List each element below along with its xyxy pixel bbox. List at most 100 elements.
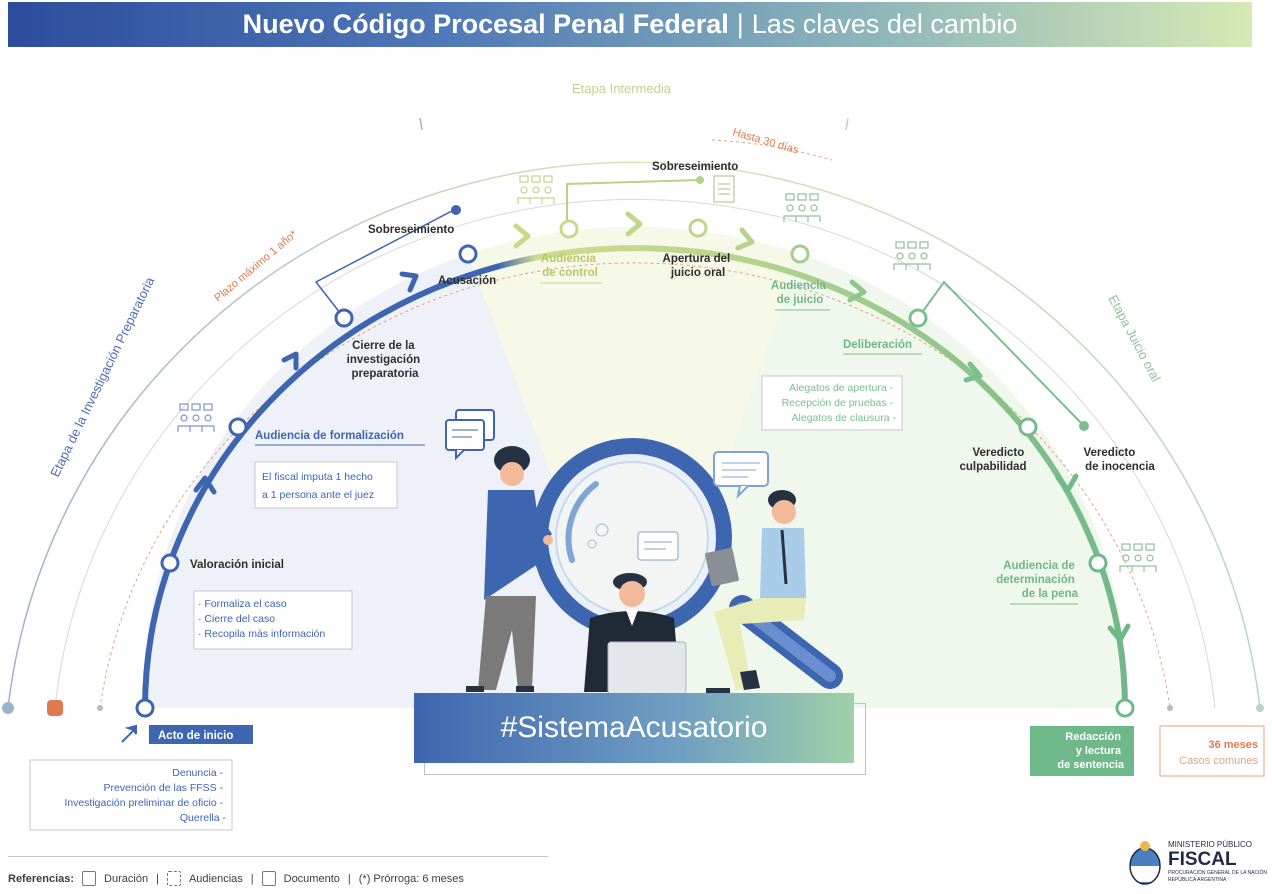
svg-text:Audiencia de juicio: Audiencia de juicio — [771, 280, 829, 306]
arrow-2 — [281, 351, 299, 371]
svg-text:Audiencia de control: Audiencia de control — [541, 253, 599, 279]
valoracion-item-2: · Cierre del caso — [198, 613, 275, 625]
document-legend-icon — [261, 871, 276, 886]
svg-text:Cierre de la investigaci: Cierre de la investigación preparatoria — [347, 340, 424, 380]
valoracion-item-3: · Recopila más información — [198, 628, 325, 640]
node-acto-inicio[interactable] — [135, 698, 155, 718]
valoracion-item-1: · Formaliza el caso — [198, 598, 287, 610]
title-separator: | — [736, 9, 744, 39]
label-inoc-2: de inocencia — [1085, 461, 1155, 473]
title-main: Nuevo Código Procesal Penal Federal — [242, 9, 729, 39]
label-culp-2: culpabilidad — [959, 461, 1026, 473]
label-casos: Casos comunes — [1179, 755, 1258, 767]
footer-divider — [8, 856, 548, 857]
legend-footer: Referencias: Duración | Audiencias | Doc… — [8, 871, 464, 886]
audience-icon-2 — [517, 175, 555, 204]
formalizacion-item-2: a 1 persona ante el juez — [262, 489, 374, 501]
node-audiencia-control[interactable] — [559, 219, 579, 239]
logo-line1: MINISTERIO PÚBLICO — [1168, 840, 1253, 849]
duration-hasta30: Hasta 30 días — [731, 126, 800, 156]
duration-arc — [54, 198, 1216, 709]
label-valoracion: Valoración inicial — [190, 559, 284, 571]
legend-duracion: Duración — [104, 872, 149, 885]
legend-sep-3: | — [347, 872, 351, 885]
label-control-1: Audiencia — [541, 253, 597, 265]
person-standing — [466, 446, 553, 692]
arrow-6 — [735, 227, 755, 251]
svg-text:Redacción y lectura de: Redacción y lectura de sentencia — [1057, 731, 1125, 771]
node-veredicto-culp[interactable] — [1018, 417, 1038, 437]
branch-inocencia — [917, 280, 1085, 427]
node-cierre[interactable] — [334, 308, 354, 328]
node-valoracion[interactable] — [160, 553, 180, 573]
person-sitting-tablet — [705, 490, 806, 694]
audience-icon-5 — [1119, 543, 1157, 572]
label-formalizacion: Audiencia de formalización — [255, 430, 404, 442]
node-audiencia-juicio[interactable] — [790, 244, 810, 264]
audience-icon-3 — [783, 193, 821, 222]
label-juicio-2: de juicio — [777, 294, 824, 306]
label-sobreseimiento-2: Sobreseimiento — [652, 161, 738, 173]
arrow-1 — [193, 475, 217, 495]
logo-line2: FISCAL — [1168, 849, 1237, 870]
svg-text:Denuncia - Prevención de: Denuncia - Prevención de las FFSS - Inve… — [64, 767, 226, 824]
label-apertura-2: juicio oral — [670, 267, 725, 279]
legend-documento: Documento — [283, 872, 340, 885]
label-determinacion-1: Audiencia de — [1003, 560, 1075, 572]
node-redaccion[interactable] — [1115, 698, 1135, 718]
node-acusacion[interactable] — [458, 244, 478, 264]
arrow-8 — [963, 361, 983, 383]
audiences-icon — [166, 871, 181, 886]
title-bar: Nuevo Código Procesal Penal Federal | La… — [8, 2, 1252, 47]
stage-preparatoria: Etapa de la Investigación Preparatoria — [47, 274, 157, 479]
hashtag-box: #SistemaAcusatorio — [414, 693, 854, 763]
arrow-10 — [1107, 623, 1131, 643]
stage-juicio: Etapa Juicio oral — [1105, 292, 1163, 384]
svg-text:Veredicto culpabilidad: Veredicto culpabilidad — [959, 447, 1027, 473]
deliberacion-item-1: Alegatos de apertura - — [789, 382, 893, 394]
label-determinacion-2: determinación — [996, 574, 1075, 586]
label-control-2: de control — [542, 267, 598, 279]
svg-text:Audiencia de determinaci: Audiencia de determinación de la pena — [996, 560, 1078, 600]
acto-item-3: Investigación preliminar de oficio - — [64, 797, 223, 809]
arrow-3 — [399, 271, 419, 293]
label-deliberacion: Deliberación — [843, 339, 912, 351]
outer-arc — [7, 161, 1261, 709]
audience-icon-1 — [177, 403, 215, 432]
svg-text:Apertura del juicio oral: Apertura del juicio oral — [663, 253, 734, 279]
label-redaccion-2: y lectura — [1076, 745, 1122, 757]
formalizacion-item-1: El fiscal imputa 1 hecho — [262, 471, 373, 483]
label-culp-1: Veredicto — [973, 447, 1025, 459]
label-cierre-2: investigación — [347, 354, 421, 366]
logo-line3: PROCURACIÓN GENERAL DE LA NACIÓN — [1168, 870, 1268, 876]
person-seated-laptop — [584, 573, 687, 695]
stage-intermedia: Etapa Intermedia — [572, 81, 672, 96]
mpf-logo: MINISTERIO PÚBLICO FISCAL PROCURACIÓN GE… — [1128, 838, 1267, 886]
legend-sep-2: | — [250, 872, 254, 885]
label-cierre-1: Cierre de la — [352, 340, 415, 352]
legend-label: Referencias: — [8, 872, 75, 885]
arrow-5 — [625, 211, 643, 237]
label-redaccion-3: de sentencia — [1057, 759, 1125, 771]
label-sobreseimiento-1: Sobreseimiento — [368, 224, 454, 236]
duration-plazo: Plazo máximo 1 año* — [212, 228, 300, 304]
node-formalizacion[interactable] — [228, 417, 248, 437]
label-acto-inicio: Acto de inicio — [158, 730, 233, 742]
document-icon — [713, 175, 735, 203]
node-apertura[interactable] — [688, 218, 708, 238]
duration-icon — [82, 871, 97, 886]
deliberacion-item-3: Alegatos de clausura - — [792, 412, 897, 424]
legend-prorroga: (*) Prórroga: 6 meses — [358, 872, 464, 885]
coat-of-arms-icon — [1129, 841, 1161, 885]
arrow-7 — [847, 279, 867, 303]
svg-text:Veredicto de inocencia: Veredicto de inocencia — [1084, 447, 1156, 473]
node-determinacion[interactable] — [1088, 553, 1108, 573]
arrow-9 — [1055, 473, 1079, 493]
node-deliberacion[interactable] — [908, 308, 928, 328]
logo-line4: REPÚBLICA ARGENTINA — [1168, 877, 1227, 883]
label-apertura-1: Apertura del — [663, 253, 731, 265]
label-acusacion: Acusación — [438, 275, 496, 287]
label-cierre-3: preparatoria — [351, 368, 419, 380]
acto-item-1: Denuncia - — [172, 767, 223, 779]
